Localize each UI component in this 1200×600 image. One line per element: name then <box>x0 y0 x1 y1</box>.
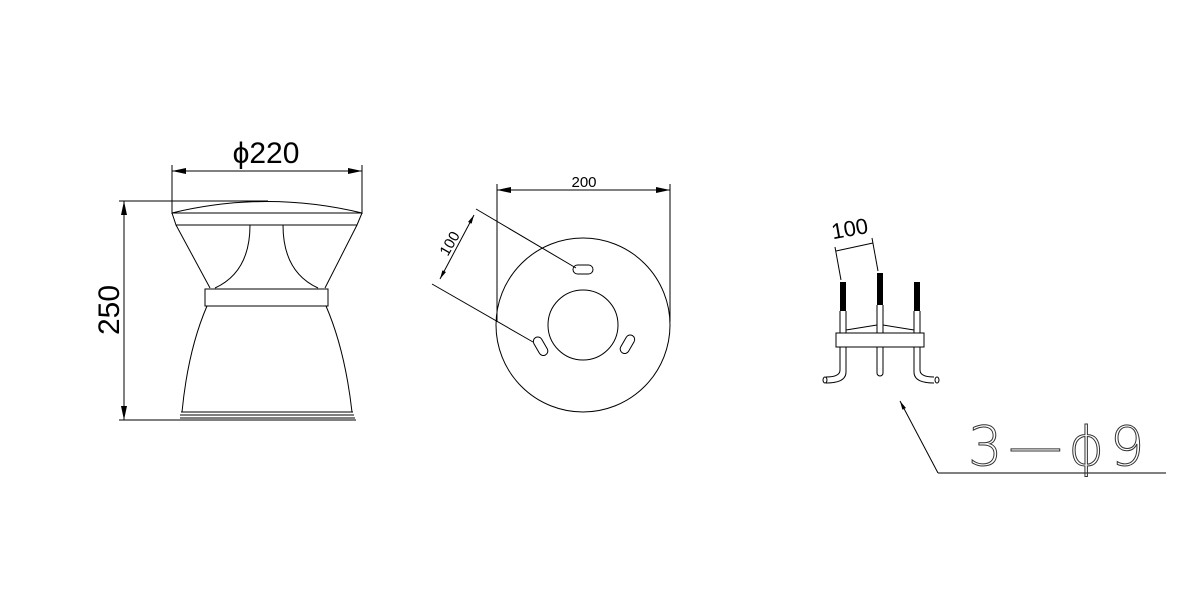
height-label: 250 <box>93 285 126 335</box>
anchor-plate <box>835 332 925 348</box>
slot-top <box>572 264 594 275</box>
slot-spacing-dimension-line <box>439 214 475 280</box>
thread-right <box>914 282 920 311</box>
cap-top <box>171 201 363 214</box>
slot-right <box>619 334 636 355</box>
side-view: ϕ220 250 <box>93 137 363 421</box>
center-hole <box>547 289 619 361</box>
callout-label: 3—ϕ9 <box>968 415 1150 478</box>
middle-band <box>204 288 329 307</box>
slot-spacing-label: 100 <box>436 229 463 259</box>
top-view: 200 100 <box>431 174 671 413</box>
width-label: 200 <box>571 174 596 191</box>
slot-left <box>532 336 549 357</box>
thread-middle <box>877 273 883 305</box>
anchor-spacing-label: 100 <box>829 213 870 244</box>
thread-left <box>840 282 846 311</box>
diameter-label: ϕ220 <box>233 137 300 170</box>
callout-leader <box>899 400 939 474</box>
base-plate-outline <box>495 237 671 413</box>
anchor-view: 100 3—ϕ9 <box>822 213 1166 479</box>
anchor-spacing-dimension-line <box>835 242 874 252</box>
